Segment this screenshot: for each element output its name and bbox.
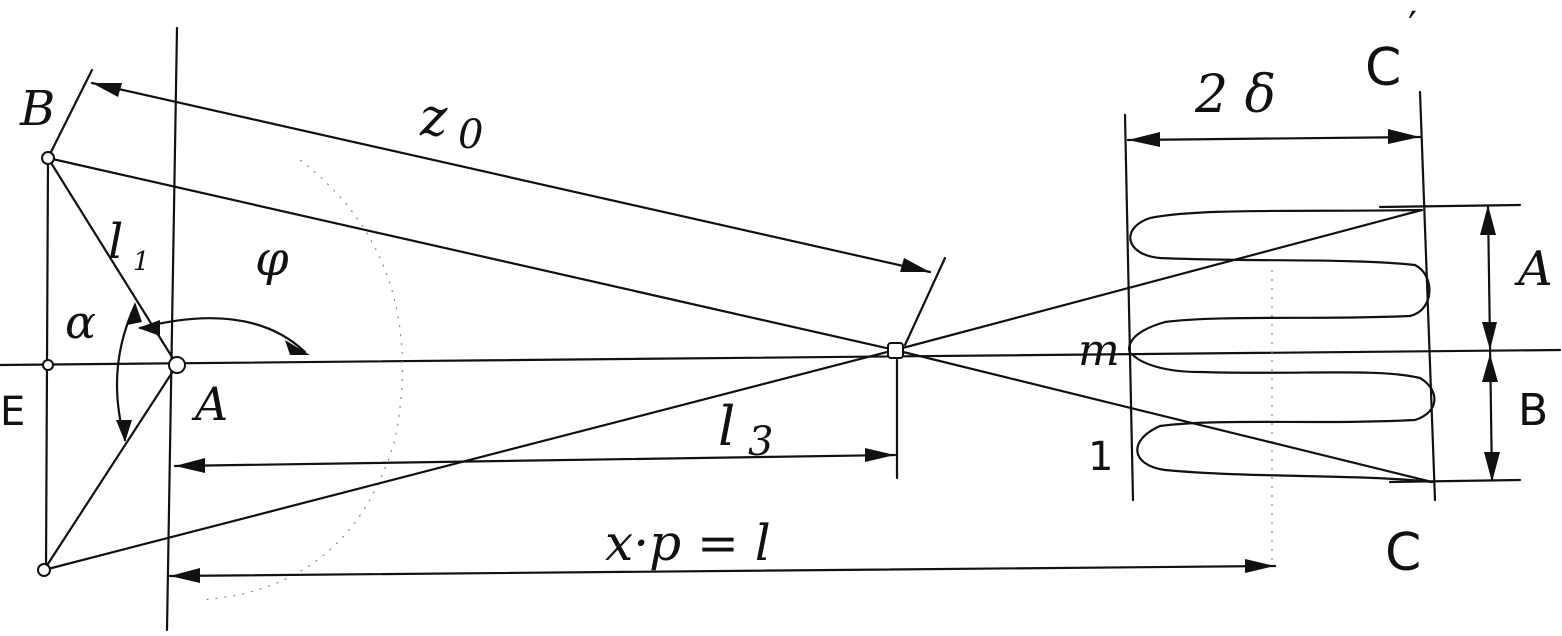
delta-arrow-right (1388, 129, 1420, 144)
label-e: E (0, 389, 25, 435)
hinge-b (41, 151, 55, 165)
frame-left-line (1123, 113, 1135, 502)
link-b-tick (46, 68, 94, 160)
z0-end-tick (903, 256, 947, 347)
z0-arrow-left (92, 83, 122, 97)
line-pivot-to-c (893, 348, 1434, 484)
line-pivot-to-c-prime (893, 208, 1424, 352)
bottom-amplitude-line (1388, 478, 1522, 484)
vertical-axis (165, 26, 179, 632)
z0-arrow-right (900, 258, 930, 272)
label-l1-sub: 1 (133, 247, 150, 277)
label-c-prime-mark: ′ (1408, 4, 1417, 50)
amp-arrow-mid-up (1482, 322, 1497, 350)
l3-arrow-left (175, 458, 205, 473)
label-l-formula: x·p = l (605, 514, 771, 572)
label-l1: l (108, 214, 123, 270)
label-m: m (1078, 325, 1120, 376)
l-arrow-left (170, 568, 200, 583)
delta-dimension-line (1126, 135, 1422, 142)
phi-arrow (285, 340, 310, 355)
frame-right-line (1418, 90, 1437, 502)
link-a-to-bottom (42, 363, 179, 572)
amp-arrow-mid-down (1482, 354, 1498, 382)
phi-arrow-start (138, 320, 160, 336)
label-2delta: 2 δ (1194, 65, 1276, 125)
alpha-arc (115, 303, 137, 442)
label-amp-a: A (1514, 241, 1553, 297)
label-c: C (1385, 523, 1421, 583)
pivot-box (887, 342, 904, 359)
link-b-to-pivot (46, 156, 897, 352)
horizontal-axis (0, 348, 1562, 367)
link-bottom-to-pivot (42, 348, 897, 572)
hinge-a (168, 356, 186, 374)
l-dimension-line (168, 564, 1277, 578)
delta-arrow-left (1128, 132, 1160, 147)
amp-arrow-bottom (1484, 452, 1500, 482)
label-amp-b: B (1518, 385, 1548, 436)
top-amplitude-line (1378, 203, 1522, 209)
amp-arrow-top (1480, 205, 1496, 235)
dotted-arc (199, 159, 404, 601)
z0-dimension-line (90, 81, 932, 274)
label-phi: φ (255, 231, 289, 287)
label-l3: l (718, 395, 735, 458)
label-a: A (191, 377, 228, 431)
label-c-prime: C (1365, 38, 1401, 98)
label-alpha: α (65, 295, 96, 349)
phi-arc (138, 317, 307, 354)
l-arrow-right (1245, 559, 1275, 573)
alpha-arrow-bottom (116, 420, 132, 442)
label-z0-sub: 0 (458, 112, 483, 158)
label-z0: z (419, 88, 448, 148)
label-b: B (19, 81, 55, 137)
label-l3-sub: 3 (748, 419, 773, 465)
l3-dimension-line (173, 453, 897, 468)
hinge-e (42, 359, 54, 371)
label-1: 1 (1088, 434, 1113, 480)
hinge-bottom (37, 563, 51, 577)
oscillation-curve (1127, 208, 1436, 484)
l3-arrow-right (865, 448, 895, 462)
alpha-arrow-top (127, 302, 142, 325)
